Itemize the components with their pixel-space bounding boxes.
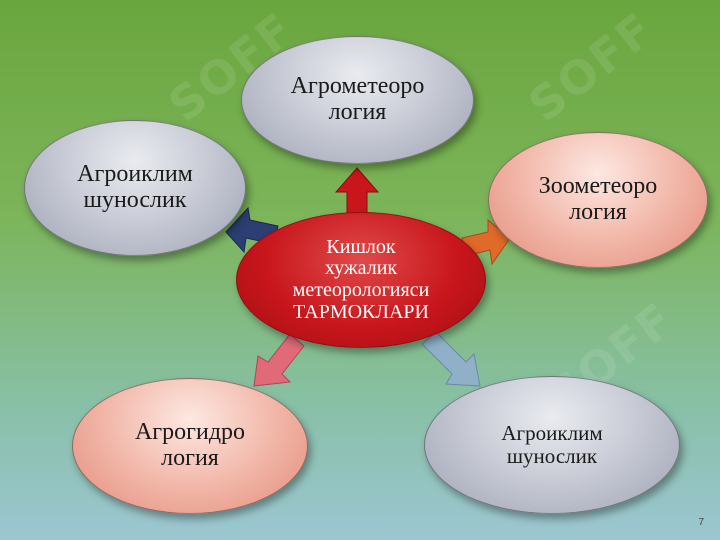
node-top-label: Агрометеоро логия: [290, 73, 425, 125]
page-number: 7: [698, 517, 704, 528]
arrow-lower-right-icon: [421, 331, 481, 387]
node-right: Зоометеоро логия: [488, 132, 708, 268]
node-lower-left-label: Агрогидро логия: [134, 419, 246, 471]
center-node-label: Кишлок хужалик метеорологияси ТАРМОКЛАРИ: [292, 235, 430, 323]
watermark-text: SOFF: [518, 1, 665, 133]
node-right-label: Зоометеоро логия: [538, 173, 658, 225]
node-lower-right-label: Агроиклим шунослик: [501, 421, 603, 468]
node-lower-right: Агроиклим шунослик: [424, 376, 680, 514]
node-upper-left: Агроиклим шунослик: [24, 120, 246, 256]
center-node: Кишлок хужалик метеорологияси ТАРМОКЛАРИ: [236, 212, 486, 348]
node-top: Агрометеоро логия: [241, 36, 474, 164]
node-upper-left-label: Агроиклим шунослик: [77, 161, 193, 213]
arrow-lower-left-icon: [253, 333, 305, 387]
node-lower-left: Агрогидро логия: [72, 378, 308, 514]
